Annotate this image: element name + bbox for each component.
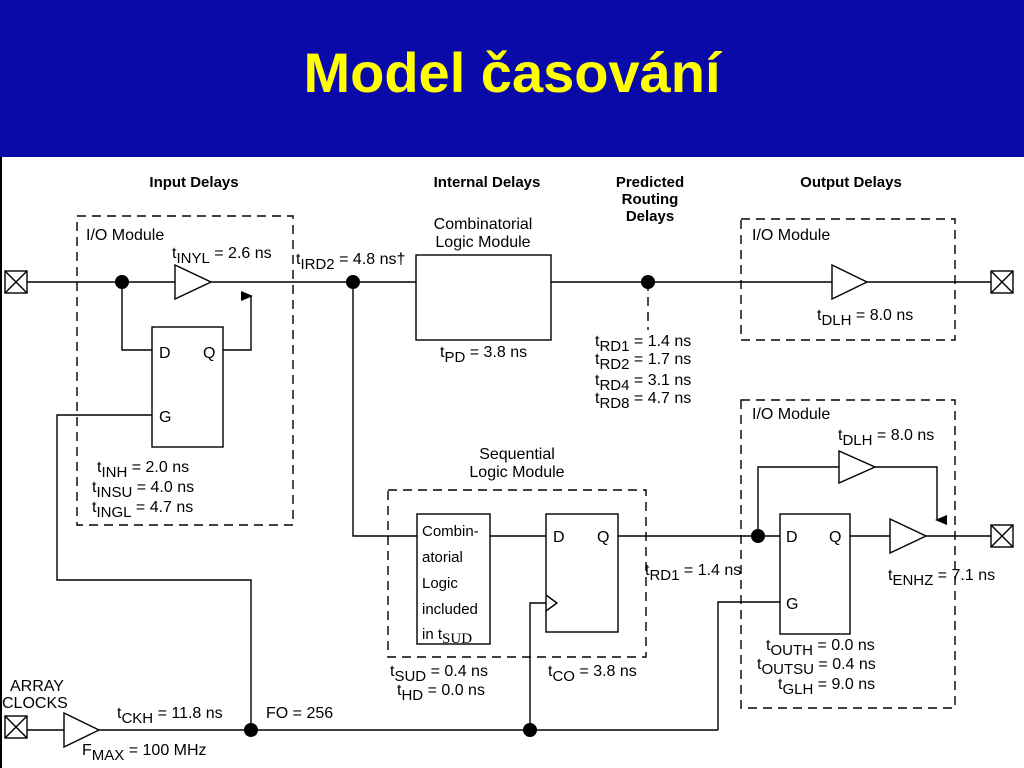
output-buffer-top bbox=[831, 263, 869, 301]
seq-comb-text-4: included bbox=[422, 601, 478, 618]
clock-junction-dot-2 bbox=[523, 723, 537, 737]
svg-text:tOUTSU = 0.4 ns: tOUTSU = 0.4 ns bbox=[757, 656, 876, 678]
array-clocks-label-1: ARRAY bbox=[10, 678, 64, 695]
svg-text:tINSU = 4.0 ns: tINSU = 4.0 ns bbox=[92, 479, 194, 501]
svg-text:tENHZ = 7.1 ns: tENHZ = 7.1 ns bbox=[888, 567, 995, 589]
svg-text:tRD1 = 1.4 ns: tRD1 = 1.4 ns bbox=[595, 333, 691, 355]
seq-module-label-1: Sequential bbox=[479, 446, 555, 463]
svg-text:tINH = 2.0 ns: tINH = 2.0 ns bbox=[97, 459, 189, 481]
output-enable-arrow-wire bbox=[875, 466, 947, 525]
input-io-module-label: I/O Module bbox=[86, 227, 164, 244]
svg-text:tDLH = 8.0 ns: tDLH = 8.0 ns bbox=[817, 307, 913, 329]
svg-text:tRD8 = 4.7 ns: tRD8 = 4.7 ns bbox=[595, 390, 691, 412]
timing-model-diagram: Input Delays Internal Delays Predicted R… bbox=[0, 157, 1014, 768]
clock-pad bbox=[4, 715, 28, 739]
input-latch-d-pin: D bbox=[159, 345, 171, 362]
seq-ff-clock-wire bbox=[529, 602, 546, 730]
array-clocks-label-2: CLOCKS bbox=[2, 695, 68, 712]
svg-text:tINGL = 4.7 ns: tINGL = 4.7 ns bbox=[92, 499, 193, 521]
header-output-delays: Output Delays bbox=[800, 174, 902, 191]
input-latch-g-pin: G bbox=[159, 409, 171, 426]
input-latch-q-wire bbox=[223, 291, 253, 351]
clock-junction-dot-1 bbox=[244, 723, 258, 737]
fanout-label: FO = 256 bbox=[266, 705, 333, 722]
trd1-mid-label: tRD1 = 1.4 ns bbox=[645, 562, 741, 584]
svg-text:tIRD2 = 4.8 ns†: tIRD2 = 4.8 ns† bbox=[296, 251, 405, 273]
tenhz-label: tENHZ = 7.1 ns bbox=[888, 567, 995, 589]
fmax-label: FMAX = 100 MHz bbox=[82, 742, 207, 764]
output-pad-bottom bbox=[990, 524, 1014, 548]
input-io-module-outline bbox=[76, 215, 294, 526]
tpd-label: tPD = 3.8 ns bbox=[440, 344, 527, 366]
tdlh-bottom-label: tDLH = 8.0 ns bbox=[838, 427, 934, 449]
svg-text:tSUD = 0.4 ns: tSUD = 0.4 ns bbox=[390, 663, 488, 685]
output-ff-timings: tOUTH = 0.0 ns tOUTSU = 0.4 ns tGLH = 9.… bbox=[757, 637, 876, 698]
seq-ff-d-pin: D bbox=[553, 529, 565, 546]
input-ff-timings: tINH = 2.0 ns tINSU = 4.0 ns tINGL = 4.7… bbox=[92, 459, 194, 521]
svg-text:tOUTH = 0.0 ns: tOUTH = 0.0 ns bbox=[766, 637, 875, 659]
tird2-label: tIRD2 = 4.8 ns† bbox=[296, 251, 405, 273]
output-io-module-top-label: I/O Module bbox=[752, 227, 830, 244]
seq-ff-q-pin: Q bbox=[597, 529, 609, 546]
svg-text:tGLH = 9.0 ns: tGLH = 9.0 ns bbox=[778, 676, 875, 698]
header-routing-delays-1: Predicted bbox=[616, 174, 684, 191]
seq-comb-logic-block bbox=[416, 513, 491, 645]
svg-text:tCKH = 11.8 ns: tCKH = 11.8 ns bbox=[117, 705, 223, 727]
sequential-logic-module-outline bbox=[387, 489, 647, 658]
slide-title: Model časování bbox=[303, 41, 721, 104]
internal-wire-to-seq bbox=[352, 282, 417, 537]
output-latch-q-pin: Q bbox=[829, 529, 841, 546]
clock-buffer bbox=[63, 711, 101, 749]
header-input-delays: Input Delays bbox=[149, 174, 238, 191]
output-io-module-bottom-outline bbox=[740, 399, 956, 709]
title-bar bbox=[0, 0, 1024, 157]
input-latch bbox=[151, 326, 224, 448]
output-io-module-top-outline bbox=[740, 218, 956, 341]
tsud-thd-labels: tSUD = 0.4 ns tHD = 0.0 ns bbox=[390, 663, 488, 704]
output-enable-buffer bbox=[838, 449, 877, 485]
seq-ff-clock-triangle bbox=[545, 594, 559, 612]
output-pad-top bbox=[990, 270, 1014, 294]
svg-text:tINYL = 2.6 ns: tINYL = 2.6 ns bbox=[172, 245, 272, 267]
comb-module-label-2: Logic Module bbox=[435, 234, 530, 251]
output-latch-g-pin: G bbox=[786, 596, 798, 613]
tckh-label: tCKH = 11.8 ns bbox=[117, 705, 223, 727]
output-latch bbox=[779, 513, 851, 635]
header-routing-delays-3: Delays bbox=[626, 208, 674, 225]
input-latch-g-wire bbox=[56, 414, 252, 730]
output-latch-g-wire bbox=[717, 601, 780, 730]
seq-comb-text-1: Combin- bbox=[422, 523, 479, 540]
comb-module-label-1: Combinatorial bbox=[434, 216, 533, 233]
output-latch-d-pin: D bbox=[786, 529, 798, 546]
tinyl-label: tINYL = 2.6 ns bbox=[172, 245, 272, 267]
svg-text:tPD = 3.8 ns: tPD = 3.8 ns bbox=[440, 344, 527, 366]
output-io-module-bottom-label: I/O Module bbox=[752, 406, 830, 423]
seq-module-label-2: Logic Module bbox=[469, 464, 564, 481]
input-latch-q-pin: Q bbox=[203, 345, 215, 362]
svg-text:tDLH = 8.0 ns: tDLH = 8.0 ns bbox=[838, 427, 934, 449]
input-latch-d-wire bbox=[121, 282, 152, 351]
tco-label: tCO = 3.8 ns bbox=[548, 663, 637, 685]
seq-comb-text-5: in tSUD bbox=[422, 626, 472, 647]
svg-text:tCO = 3.8 ns: tCO = 3.8 ns bbox=[548, 663, 637, 685]
svg-text:FMAX = 100 MHz: FMAX = 100 MHz bbox=[82, 742, 207, 764]
combinatorial-logic-module bbox=[415, 254, 552, 341]
routing-delays-list: tRD1 = 1.4 ns tRD2 = 1.7 ns tRD4 = 3.1 n… bbox=[595, 333, 691, 412]
seq-flip-flop bbox=[545, 513, 619, 633]
output-enable-path-wire bbox=[757, 466, 839, 536]
seq-comb-text-3: Logic bbox=[422, 575, 458, 592]
tristate-output-buffer bbox=[889, 517, 928, 555]
header-internal-delays: Internal Delays bbox=[434, 174, 541, 191]
header-routing-delays-2: Routing bbox=[622, 191, 679, 208]
svg-text:tRD2 = 1.7 ns: tRD2 = 1.7 ns bbox=[595, 351, 691, 373]
svg-text:tRD1 = 1.4 ns: tRD1 = 1.4 ns bbox=[645, 562, 741, 584]
svg-text:tHD = 0.0 ns: tHD = 0.0 ns bbox=[397, 682, 485, 704]
seq-comb-text-2: atorial bbox=[422, 549, 463, 566]
input-pad bbox=[4, 270, 28, 294]
svg-text:tRD4 = 3.1 ns: tRD4 = 3.1 ns bbox=[595, 372, 691, 394]
input-buffer bbox=[174, 263, 213, 301]
tdlh-top-label: tDLH = 8.0 ns bbox=[817, 307, 913, 329]
